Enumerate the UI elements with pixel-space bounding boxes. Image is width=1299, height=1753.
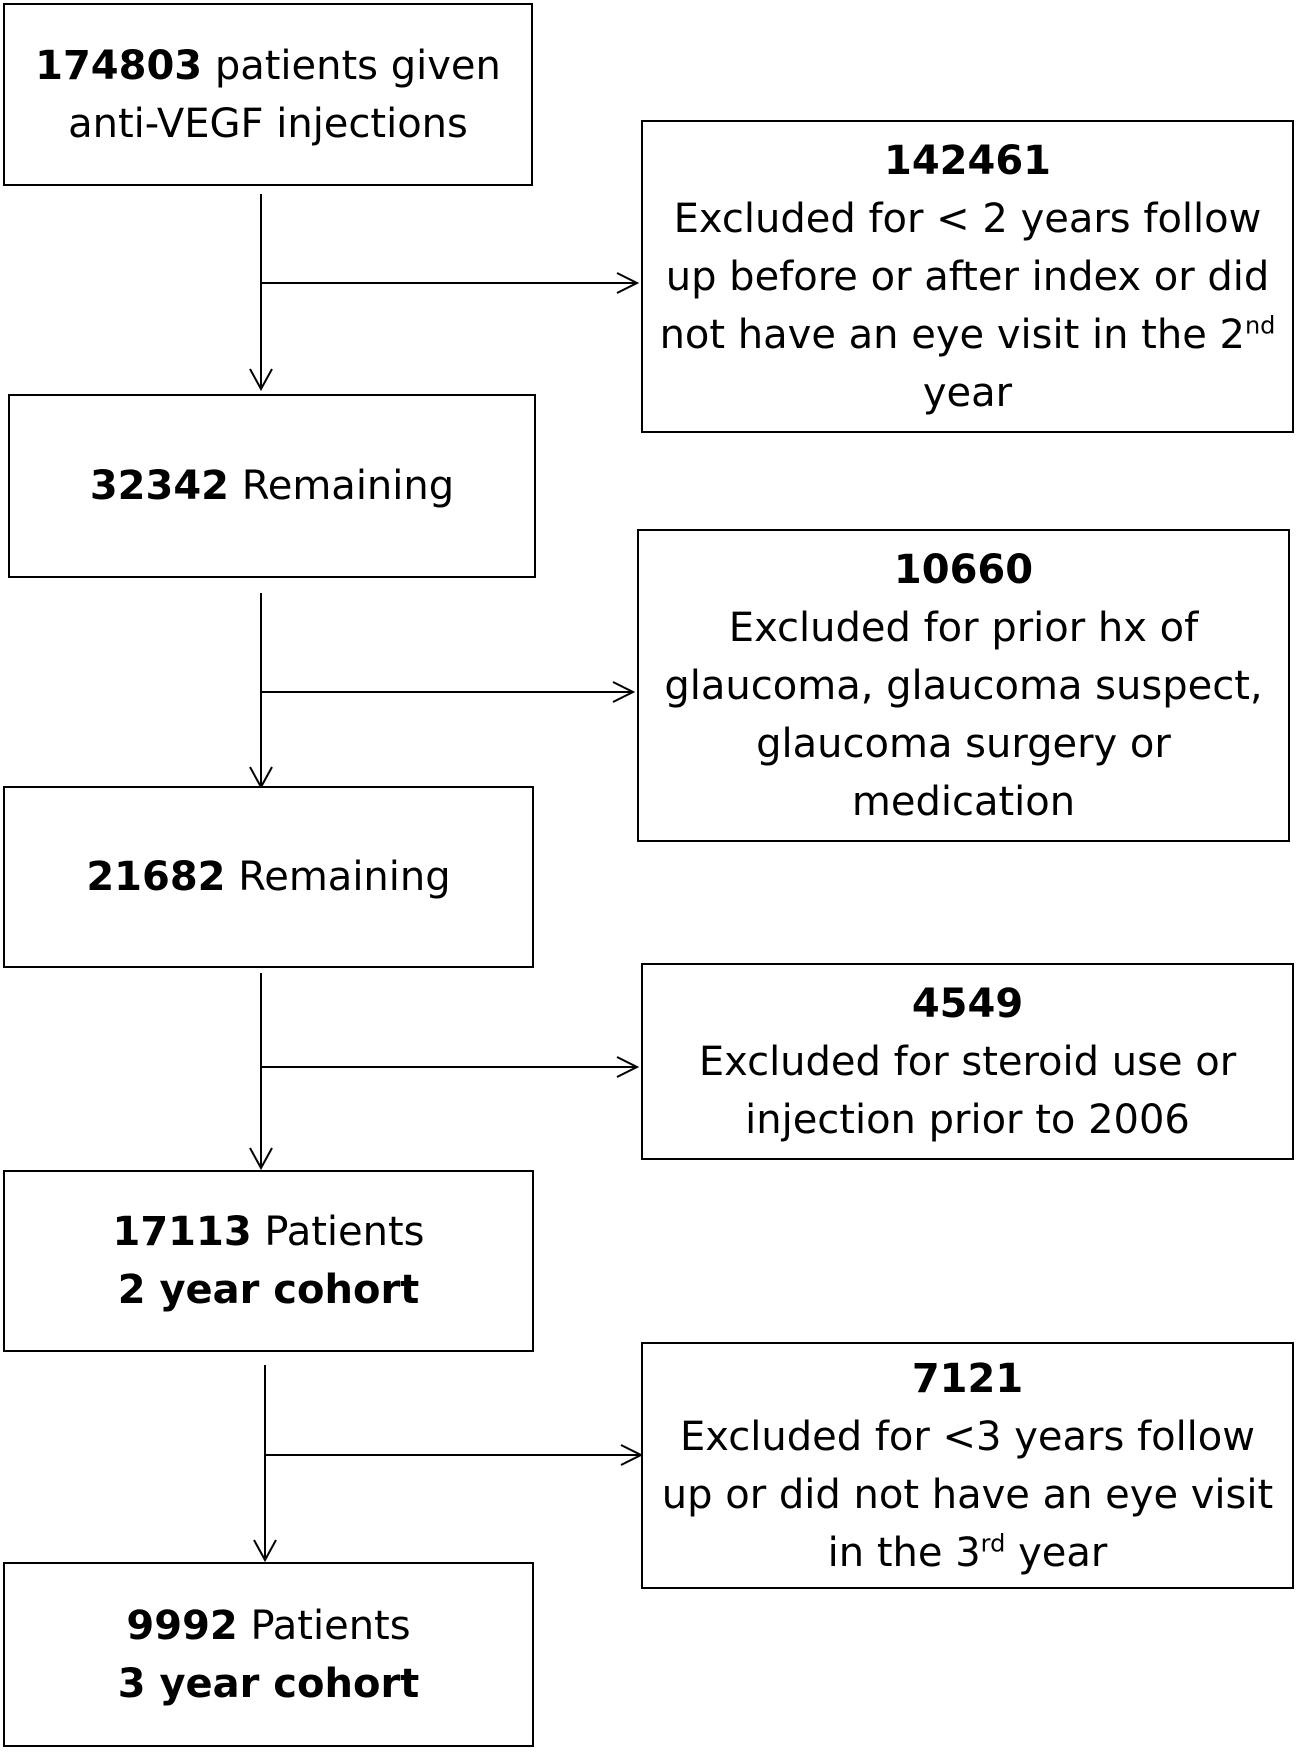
total-patients-line2: anti-VEGF injections: [68, 100, 468, 147]
exclusion-4-line3: in the 3rd year: [827, 1529, 1108, 1576]
remaining-box-1: 32342 Remaining: [8, 394, 536, 578]
exclusion-4-line1: Excluded for <3 years follow: [680, 1413, 1255, 1460]
exclusion-4-count: 7121: [911, 1355, 1024, 1402]
three-year-cohort-count: 9992: [126, 1602, 238, 1649]
down-arrowhead-3: [249, 1147, 273, 1171]
exclusion-3-line2: injection prior to 2006: [745, 1096, 1190, 1143]
exclusion-box-3: 4549 Excluded for steroid use or injecti…: [641, 963, 1294, 1160]
side-arrowhead-3: [616, 1056, 640, 1078]
remaining-1-count: 32342: [89, 463, 230, 509]
two-year-cohort-title: 2 year cohort: [117, 1267, 420, 1313]
two-year-cohort-label: Patients: [251, 1209, 425, 1255]
three-year-cohort-box: 9992 Patients 3 year cohort: [3, 1562, 534, 1747]
remaining-2-label: Remaining: [225, 854, 451, 900]
exclusion-1-line3: not have an eye visit in the 2nd: [659, 311, 1276, 358]
exclusion-1-line4: year: [922, 369, 1013, 416]
exclusion-box-4: 7121 Excluded for <3 years follow up or …: [641, 1342, 1294, 1589]
total-patients-count: 174803: [35, 42, 203, 89]
three-year-cohort-line1: 9992 Patients: [126, 1597, 410, 1655]
exclusion-1-line2: up before or after index or did: [665, 253, 1270, 300]
exclusion-1-count: 142461: [884, 137, 1051, 184]
down-arrowhead-1: [249, 368, 273, 392]
exclusion-2-count: 10660: [893, 546, 1034, 593]
total-patients-box: 174803 patients given anti-VEGF injectio…: [3, 3, 533, 186]
exclusion-box-1: 142461 Excluded for < 2 years follow up …: [641, 120, 1294, 433]
exclusion-2-line4: medication: [851, 778, 1076, 825]
exclusion-1-line1: Excluded for < 2 years follow: [673, 195, 1262, 242]
side-arrowhead-1: [616, 272, 640, 294]
total-patients-label: patients given: [202, 42, 501, 89]
exclusion-box-2: 10660 Excluded for prior hx of glaucoma,…: [637, 529, 1290, 842]
side-arrowhead-2: [612, 681, 636, 703]
two-year-cohort-box: 17113 Patients 2 year cohort: [3, 1170, 534, 1352]
exclusion-4-superscript: rd: [980, 1529, 1006, 1558]
two-year-cohort-line1: 17113 Patients: [112, 1203, 424, 1261]
remaining-2-count: 21682: [86, 854, 226, 900]
exclusion-2-line1: Excluded for prior hx of: [728, 604, 1199, 651]
exclusion-3-line1: Excluded for steroid use or: [698, 1038, 1237, 1085]
exclusion-1-superscript: nd: [1244, 311, 1276, 340]
remaining-1-label: Remaining: [229, 463, 455, 509]
three-year-cohort-label: Patients: [237, 1602, 411, 1649]
remaining-1-line: 32342 Remaining: [90, 457, 454, 515]
exclusion-2-line2: glaucoma, glaucoma suspect,: [664, 662, 1263, 709]
total-patients-line1: 174803 patients given: [35, 37, 501, 95]
two-year-cohort-line2: 2 year cohort: [118, 1261, 420, 1319]
two-year-cohort-count: 17113: [112, 1209, 252, 1255]
three-year-cohort-title: 3 year cohort: [117, 1660, 420, 1707]
down-arrowhead-4: [253, 1539, 277, 1563]
exclusion-3-count: 4549: [911, 980, 1024, 1027]
exclusion-2-line3: glaucoma surgery or: [756, 720, 1171, 767]
remaining-2-line: 21682 Remaining: [86, 848, 450, 906]
exclusion-4-line2: up or did not have an eye visit: [661, 1471, 1274, 1518]
remaining-box-2: 21682 Remaining: [3, 786, 534, 968]
three-year-cohort-line2: 3 year cohort: [118, 1655, 420, 1713]
